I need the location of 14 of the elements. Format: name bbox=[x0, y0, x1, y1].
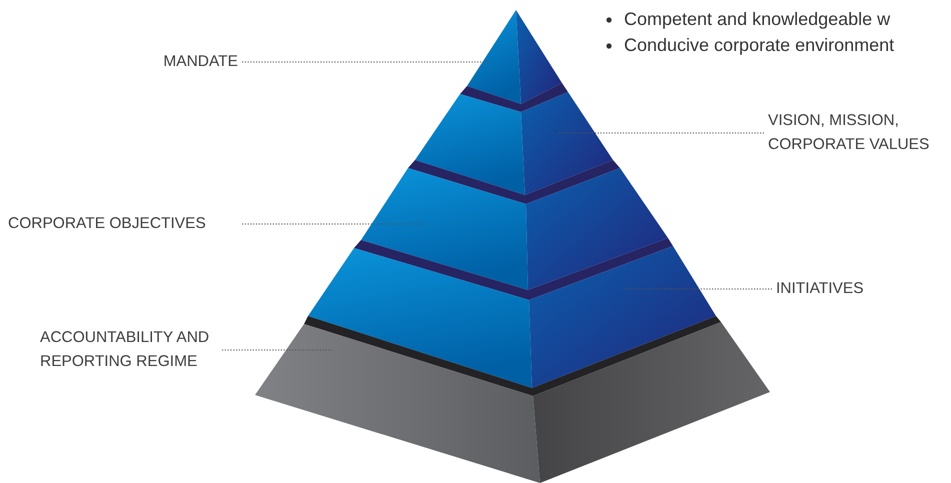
pyramid-top-tier bbox=[467, 10, 562, 104]
tier-label: VISION, MISSION, CORPORATE VALUES bbox=[768, 109, 951, 157]
pyramid-tier bbox=[255, 316, 770, 483]
leader-line bbox=[624, 288, 772, 290]
tier-label: MANDATE bbox=[130, 50, 238, 74]
pyramid-tier bbox=[415, 83, 613, 195]
leader-line bbox=[558, 132, 764, 134]
tier-label: ACCOUNTABILITY AND REPORTING REGIME bbox=[40, 326, 218, 374]
tier-label: INITIATIVES bbox=[776, 277, 896, 301]
pyramid-tier bbox=[308, 238, 716, 388]
bullet-point: Conducive corporate environment bbox=[624, 35, 894, 55]
bullet-point: Competent and knowledgeable w bbox=[624, 9, 890, 29]
tier-label: CORPORATE OBJECTIVES bbox=[8, 212, 238, 236]
pyramid-tier bbox=[361, 160, 668, 290]
